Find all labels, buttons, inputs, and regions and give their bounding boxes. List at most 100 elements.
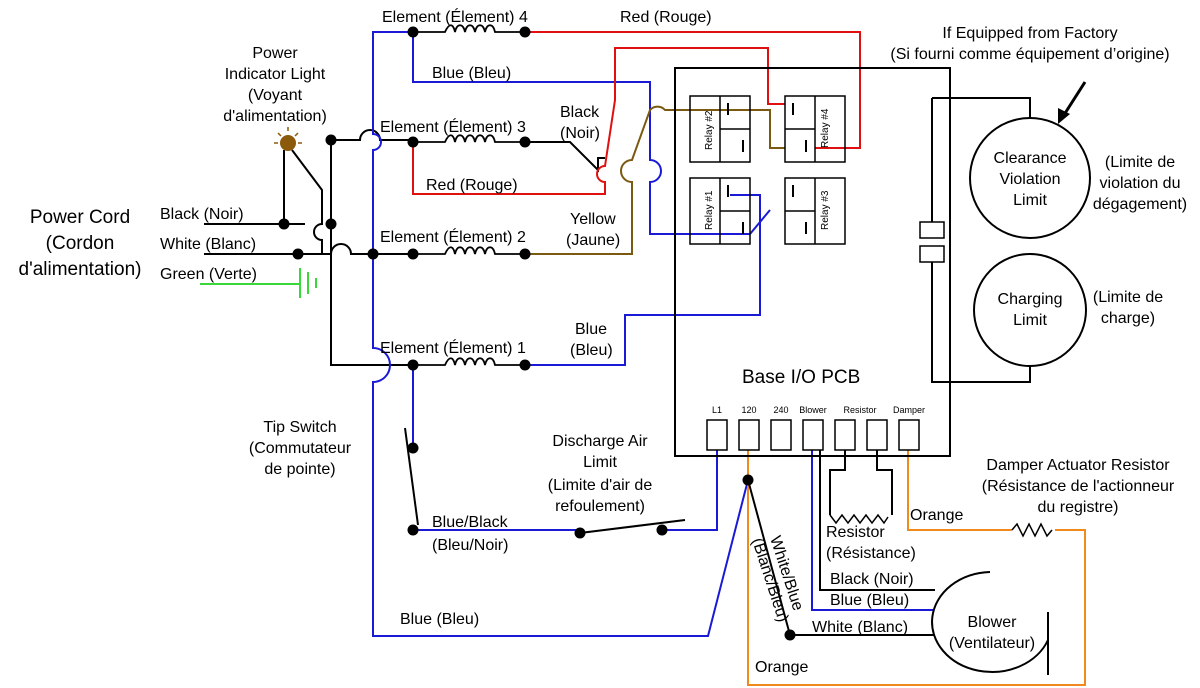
blower-label-fr: (Ventilateur) (949, 635, 1035, 652)
yellow-label-fr: (Jaune) (566, 232, 620, 249)
wire-black-bus (330, 140, 410, 366)
discharge-limit-switch (579, 519, 686, 534)
junction-dots (278, 26, 796, 641)
blue-bottom-label: Blue (Bleu) (400, 611, 479, 628)
tip-switch-label-3: de pointe) (264, 461, 335, 478)
element-4-label: Element (Élement) 4 (382, 7, 528, 26)
blower-black-label: Black (Noir) (830, 571, 914, 588)
power-cord-label: Power Cord (30, 207, 130, 228)
cord-white-label: White (Blanc) (160, 236, 256, 253)
wire-blue-top (412, 32, 771, 235)
wire-white-cord (204, 243, 410, 255)
wire-red-e4 (525, 31, 861, 149)
power-cord-label-fr2: d'alimentation) (19, 259, 142, 280)
relay-blocks (689, 95, 846, 245)
black-mid-label-fr: (Noir) (560, 125, 600, 142)
terminal-resistor: Resistor (843, 405, 876, 415)
clearance-label-3: Limit (1013, 192, 1047, 209)
charging-limit-circle (973, 253, 1087, 367)
wire-limit (931, 97, 1031, 383)
element-2-label: Element (Élement) 2 (380, 227, 526, 246)
blue-e1-label-fr: (Bleu) (570, 342, 613, 359)
terminal-240: 240 (773, 405, 788, 415)
clearance-label-1: Clearance (994, 150, 1067, 167)
tip-switch-label-2: (Commutateur (249, 440, 352, 457)
resistor-label: Resistor (826, 524, 885, 541)
element-3-label: Element (Élement) 3 (380, 117, 526, 136)
pcb-terminals (706, 419, 920, 451)
discharge-label-3: (Limite d'air de (548, 477, 653, 494)
orange-bottom-label: Orange (755, 659, 808, 676)
yellow-label: Yellow (570, 211, 616, 228)
power-light-label-3: (Voyant (248, 87, 303, 104)
blue-e1-label: Blue (575, 321, 607, 338)
wire-l1 (665, 448, 718, 531)
relay-3-label: Relay #3 (820, 190, 831, 230)
factory-note: If Equipped from Factory (942, 25, 1117, 42)
heating-element-coils (413, 24, 525, 366)
blue-top-label: Blue (Bleu) (432, 65, 511, 82)
clearance-fr-3: dégagement) (1093, 196, 1187, 213)
clearance-limit-circle (969, 117, 1091, 239)
relay-contacts (727, 103, 807, 234)
clearance-fr-1: (Limite de (1105, 154, 1175, 171)
power-light-label-4: d'alimentation) (223, 108, 327, 125)
wire-blower-blue (811, 448, 935, 611)
terminal-l1: L1 (712, 405, 722, 415)
blueblack-label-fr: (Bleu/Noir) (432, 537, 508, 554)
wire-relay-black (675, 67, 951, 98)
tip-switch-label: Tip Switch (263, 419, 336, 436)
wire-red-loop (412, 47, 785, 195)
factory-note-fr: (Si fourni comme équipement d’origine) (890, 46, 1169, 63)
discharge-label-4: refoulement) (555, 498, 645, 515)
clearance-fr-2: violation du (1100, 175, 1181, 192)
power-light-label: Power (252, 45, 298, 62)
damper-label-2: (Résistance de l'actionneur (982, 478, 1175, 495)
coil-e3 (413, 134, 525, 143)
red-mid-label: Red (Rouge) (426, 177, 518, 194)
wire-green (200, 268, 317, 298)
resistor-label-fr: (Résistance) (826, 545, 916, 562)
power-cord-label-fr1: (Cordon (46, 233, 115, 254)
damper-label-3: du registre) (1038, 499, 1119, 516)
discharge-label-2: Limit (583, 454, 617, 471)
terminal-damper: Damper (893, 405, 925, 415)
discharge-label-1: Discharge Air (552, 433, 648, 450)
relay-4-label: Relay #4 (820, 108, 831, 148)
wire-black-relay (525, 141, 605, 173)
wire-orange-120 (747, 448, 1086, 686)
cord-black-label: Black (Noir) (160, 206, 244, 223)
limit-connector-top (919, 221, 945, 239)
charging-label-1: Charging (998, 291, 1063, 308)
coil-e1 (413, 357, 525, 366)
relay-2-label: Relay #2 (704, 110, 715, 150)
tip-switch (404, 427, 419, 526)
pcb-label: Base I/O PCB (742, 367, 860, 388)
damper-resistor-zigzag (1011, 522, 1053, 538)
blower-white-label: White (Blanc) (812, 619, 908, 636)
clearance-label-2: Violation (999, 171, 1060, 188)
terminal-120: 120 (741, 405, 756, 415)
wire-blue-e4 (372, 31, 749, 637)
limit-connector-bottom (919, 245, 945, 263)
power-light-label-2: Indicator Light (225, 66, 326, 83)
element-1-label: Element (Élement) 1 (380, 338, 526, 357)
wire-blower-black (819, 448, 935, 591)
power-indicator-lamp (274, 127, 302, 151)
cord-green-label: Green (Verte) (160, 266, 257, 283)
orange-right-label: Orange (910, 507, 963, 524)
wire-resistor (829, 448, 893, 515)
wire-blue-e1 (525, 194, 761, 366)
damper-label-1: Damper Actuator Resistor (986, 457, 1170, 474)
terminal-blower: Blower (799, 405, 827, 415)
blower-motor (931, 571, 1049, 675)
base-io-pcb (674, 67, 951, 457)
coil-e2 (413, 246, 525, 255)
coil-e4 (413, 24, 525, 33)
wire-orange-damper (907, 448, 1012, 531)
red-top-label: Red (Rouge) (620, 9, 712, 26)
blueblack-label: Blue/Black (432, 514, 509, 531)
charging-fr-1: (Limite de (1093, 289, 1163, 306)
wire-yellow (525, 105, 785, 255)
blower-label: Blower (968, 614, 1018, 631)
